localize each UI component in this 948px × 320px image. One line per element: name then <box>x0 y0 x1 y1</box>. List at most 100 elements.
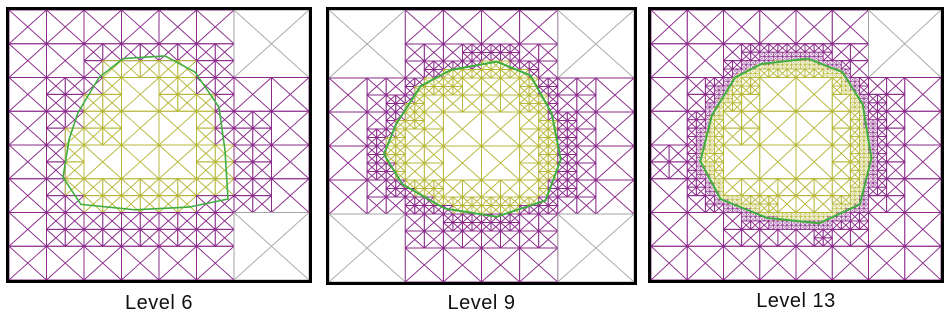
mesh-cell <box>869 179 874 183</box>
mesh-cell <box>710 103 715 107</box>
mesh-cell <box>234 196 253 213</box>
mesh-cell <box>869 183 874 187</box>
mesh-cell <box>396 146 406 155</box>
mesh-cell <box>405 197 415 206</box>
mesh-cell <box>434 87 444 96</box>
mesh-cell <box>462 214 472 223</box>
mesh-cell <box>178 44 197 61</box>
mesh-cell <box>567 129 577 138</box>
mesh-cell <box>869 120 874 124</box>
mesh-cell <box>520 146 539 163</box>
mesh-cell <box>742 44 751 52</box>
mesh-cell <box>215 213 234 230</box>
mesh-cell <box>696 170 701 174</box>
mesh-cell <box>424 112 443 129</box>
mesh-cell <box>687 187 696 195</box>
mesh-cell <box>878 145 887 153</box>
mesh-cell <box>705 145 710 149</box>
mesh-cell <box>539 61 558 78</box>
mesh-cell <box>769 44 778 52</box>
mesh-cell <box>215 61 234 78</box>
mesh-cell <box>472 197 482 206</box>
mesh-cell <box>122 111 160 145</box>
mesh-cell <box>855 86 860 90</box>
mesh-cell <box>197 10 235 44</box>
mesh-cell <box>567 138 577 147</box>
mesh-cell <box>832 221 841 229</box>
mesh-cell <box>769 204 778 212</box>
mesh-cell <box>742 128 760 145</box>
mesh-cell <box>178 229 197 246</box>
mesh-cell <box>103 128 122 145</box>
mesh-cell <box>159 61 178 78</box>
mesh-cell <box>405 129 424 146</box>
mesh-cell <box>841 90 846 94</box>
mesh-cell <box>850 200 855 204</box>
mesh-cell <box>724 208 729 212</box>
mesh-cell <box>828 69 833 73</box>
mesh-cell <box>714 94 719 98</box>
mesh-cell <box>887 128 905 145</box>
mesh-cell <box>415 197 425 206</box>
mesh-cell <box>520 95 530 104</box>
mesh-cell <box>855 196 860 200</box>
mesh-cell <box>558 172 568 181</box>
mesh-cell <box>501 78 520 95</box>
mesh-cell <box>814 65 819 69</box>
mesh-cell <box>828 61 833 65</box>
mesh-cell <box>103 179 122 196</box>
mesh-cell <box>751 44 760 52</box>
mesh-cell <box>837 208 842 212</box>
mesh-cell <box>687 78 705 95</box>
mesh-cell <box>234 78 272 112</box>
mesh-cell <box>864 204 869 208</box>
mesh-cell <box>864 99 869 103</box>
mesh-cell <box>567 121 577 130</box>
mesh-cell <box>864 153 869 157</box>
mesh-cell <box>850 229 868 246</box>
mesh-cell <box>705 204 714 212</box>
mesh-cell <box>859 213 868 221</box>
mesh-cell <box>424 146 443 163</box>
mesh-cell <box>367 78 386 95</box>
caption-level-13: Level 13 <box>648 290 944 313</box>
mesh-cell <box>84 61 103 78</box>
mesh-cell <box>596 146 634 180</box>
mesh-cell <box>520 214 539 231</box>
mesh-cell <box>837 217 842 221</box>
mesh-cell <box>424 231 443 248</box>
mesh-cell <box>520 163 539 180</box>
mesh-cell <box>215 162 234 179</box>
mesh-cell <box>714 137 723 145</box>
mesh-cell <box>9 145 47 179</box>
mesh-cell <box>197 246 235 280</box>
mesh-cell <box>778 196 796 213</box>
mesh-cell <box>159 94 178 111</box>
mesh-cell <box>846 69 851 73</box>
mesh-cell <box>367 180 386 197</box>
mesh-cell <box>760 204 769 212</box>
mesh-cell <box>787 225 792 229</box>
mesh-cell <box>801 217 806 221</box>
mesh-cell <box>405 61 424 78</box>
mesh-cell <box>742 213 747 217</box>
mesh-cell <box>396 189 406 198</box>
mesh-cell <box>837 204 842 208</box>
mesh-cell <box>778 69 787 77</box>
mesh-cell <box>651 10 687 44</box>
mesh-cell <box>828 73 833 77</box>
panel-level-6 <box>6 7 312 283</box>
mesh-cell <box>520 87 530 96</box>
mesh-cell <box>501 53 511 62</box>
mesh-cell <box>746 61 751 65</box>
mesh-cell <box>329 180 367 214</box>
mesh-cell <box>9 246 47 280</box>
mesh-cell <box>443 61 453 70</box>
mesh-cell <box>787 221 792 225</box>
mesh-cell <box>651 44 687 78</box>
mesh-cell <box>760 221 769 229</box>
mesh-cell <box>405 248 443 282</box>
mesh-cell <box>520 78 530 87</box>
mesh-cell <box>832 162 850 179</box>
mesh-cell <box>819 225 824 229</box>
